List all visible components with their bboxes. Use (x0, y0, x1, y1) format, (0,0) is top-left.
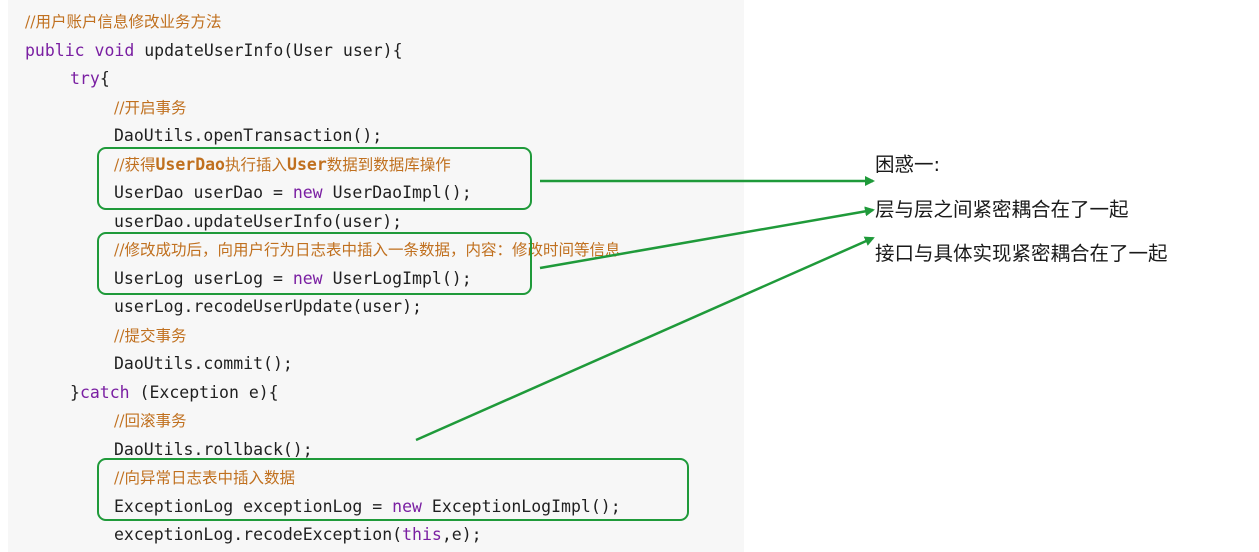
code-token: DaoUtils.commit(); (114, 354, 293, 373)
code-line: UserLog userLog = new UserLogImpl(); (114, 265, 472, 293)
code-token: //向异常日志表中插入数据 (114, 469, 295, 487)
code-token: UserDao (155, 154, 225, 174)
code-line: //回滚事务 (114, 407, 186, 435)
code-token: ,e); (441, 525, 482, 544)
code-line: //用户账户信息修改业务方法 (25, 8, 221, 36)
code-token: try (70, 69, 100, 88)
note-interface-coupling: 接口与具体实现紧密耦合在了一起 (875, 242, 1168, 265)
code-token: DaoUtils.rollback(); (114, 439, 313, 459)
code-line: userLog.recodeUserUpdate(user); (114, 293, 422, 321)
code-line: exceptionLog.recodeException(this,e); (114, 521, 482, 549)
code-token: new (292, 268, 333, 288)
code-token: 数据到数据库操作 (326, 155, 451, 174)
code-line: UserDao userDao = new UserDaoImpl(); (114, 179, 472, 207)
code-token: exceptionLog.recodeException( (114, 525, 403, 544)
code-token: UserDao userDao = (114, 183, 293, 202)
code-token: //开启事务 (114, 98, 187, 117)
code-token: catch (79, 382, 140, 402)
code-token: 执行插入 (225, 155, 288, 174)
code-line: DaoUtils.rollback(); (114, 436, 313, 464)
highlight-box-userdao (97, 147, 532, 210)
code-token: (Exception e){ (139, 382, 279, 402)
code-token: updateUserInfo(User user){ (144, 40, 403, 60)
code-token: UserDaoImpl(); (332, 183, 472, 202)
code-panel: //用户账户信息修改业务方法 public void updateUserInfo… (8, 0, 744, 552)
code-line: }catch (Exception e){ (70, 379, 279, 407)
code-line: //向异常日志表中插入数据 (114, 464, 295, 492)
code-line: ExceptionLog exceptionLog = new Exceptio… (114, 493, 621, 521)
code-token: //获得 (114, 155, 156, 174)
code-line: public void updateUserInfo(User user){ (25, 37, 403, 65)
code-line: userDao.updateUserInfo(user); (114, 208, 402, 236)
code-token: //修改成功后，向用户行为日志表中插入一条数据，内容：修改时间等信息 (114, 241, 621, 259)
code-token: UserLog userLog = (114, 268, 293, 288)
code-line: //开启事务 (114, 94, 186, 122)
code-token: ExceptionLogImpl(); (431, 496, 621, 516)
code-line: DaoUtils.commit(); (114, 350, 293, 378)
code-token: //用户账户信息修改业务方法 (25, 13, 222, 31)
code-token: userLog.recodeUserUpdate(user); (114, 297, 422, 316)
code-token: User (287, 154, 327, 174)
note-layer-coupling: 层与层之间紧密耦合在了一起 (875, 198, 1129, 221)
code-token: { (99, 69, 110, 88)
code-line: try{ (70, 65, 110, 93)
code-token: //提交事务 (114, 326, 187, 345)
highlight-box-userlog (97, 232, 532, 295)
highlight-box-exceptionlog (97, 458, 689, 521)
code-line: DaoUtils.openTransaction(); (114, 122, 382, 150)
note-title: 困惑一: (875, 153, 941, 176)
arrow-exceptionlog-to-note (415, 236, 875, 442)
code-token: public void (25, 40, 145, 60)
code-line: //提交事务 (114, 322, 186, 350)
arrow-userlog-to-note (539, 206, 875, 270)
code-token: new (392, 496, 432, 516)
code-line: //修改成功后，向用户行为日志表中插入一条数据，内容：修改时间等信息 (114, 236, 620, 264)
code-token: //回滚事务 (114, 412, 187, 430)
code-line: //获得UserDao执行插入User数据到数据库操作 (114, 151, 451, 179)
code-token: } (70, 382, 80, 402)
code-token: DaoUtils.openTransaction(); (114, 126, 383, 145)
code-token: ExceptionLog exceptionLog = (114, 496, 393, 516)
code-token: new (292, 183, 333, 202)
code-token: UserLogImpl(); (332, 268, 472, 288)
code-token: userDao.updateUserInfo(user); (114, 211, 403, 231)
code-token: this (402, 525, 442, 544)
